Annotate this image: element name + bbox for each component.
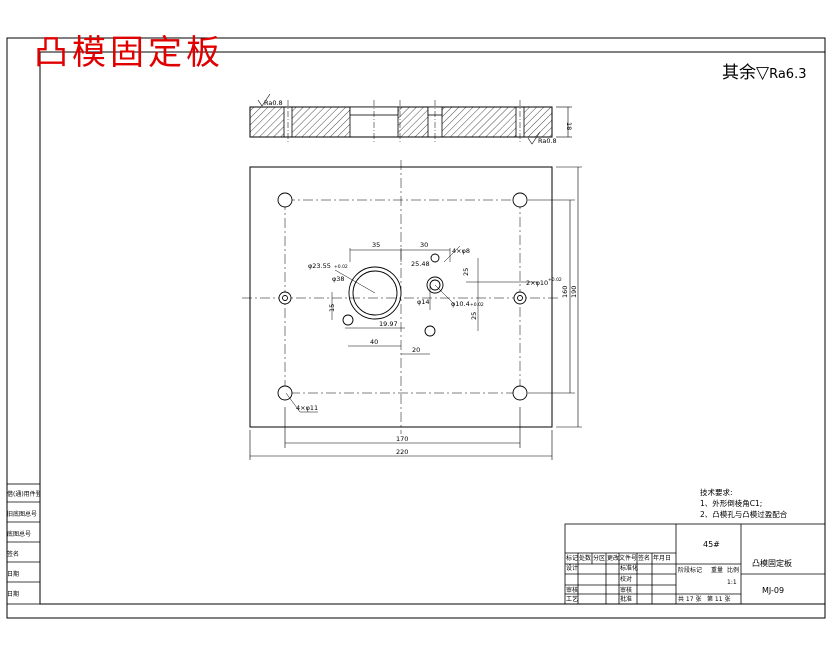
dim-35: 35: [372, 241, 380, 249]
side-label-1: 借(通)用件登记: [7, 491, 40, 498]
plan-view: 35 30 4×φ8 φ23.55 +0.02 φ38 25.48 25 15 …: [242, 160, 582, 460]
roughness-prefix: 其余: [722, 63, 756, 83]
dim-160: 160: [561, 286, 569, 298]
tb-sheet-no: 第 11 张: [707, 596, 731, 603]
tb-approve: 批准: [620, 596, 633, 603]
tb-stage: 阶段标记: [678, 567, 703, 574]
title-block: [564, 523, 826, 605]
dim-30: 30: [420, 241, 428, 249]
tb-standard: 标准化: [620, 565, 639, 572]
dim-170: 170: [396, 435, 408, 443]
part-name: 凸模固定板: [752, 559, 792, 568]
section-view: Ra0.8 Ra0.8 18: [249, 93, 573, 145]
drawing-number: MJ-09: [762, 586, 785, 595]
side-label-2: 旧底图总号: [7, 511, 38, 518]
tb-header-date: 年月日: [653, 555, 672, 562]
dim-25: 25: [462, 268, 470, 276]
dim-190: 190: [570, 286, 578, 298]
side-label-6: 日期: [7, 591, 20, 598]
tb-header-sign: 签名: [638, 555, 651, 562]
tb-craft: 工艺: [566, 596, 579, 603]
roughness-symbol-icon: ▽: [756, 63, 770, 83]
tb-header-mark: 标记: [566, 555, 579, 562]
tb-design: 设计: [566, 565, 579, 572]
roughness-value: Ra6.3: [769, 67, 807, 82]
dim-15: 15: [328, 304, 336, 312]
dim-19-97: 19.97: [379, 320, 398, 328]
drawing-title: 凸模固定板: [34, 33, 224, 73]
left-strip: [6, 483, 41, 605]
tb-header-zone: 分区: [593, 555, 606, 562]
tb-sheet-total: 共 17 张: [678, 596, 702, 603]
tb-scale: 1:1: [727, 579, 737, 586]
note-item-1: 1、外形倒棱角C1;: [700, 499, 763, 508]
pin-holes: [278, 291, 527, 305]
side-label-4: 签名: [7, 551, 20, 558]
dim-pin: 2×φ10: [526, 279, 548, 287]
dim-23: φ23.55: [308, 262, 331, 270]
inner-frame: [39, 51, 826, 605]
dim-40: 40: [370, 338, 378, 346]
section-roughness-right: Ra0.8: [538, 137, 557, 145]
tb-weight: 重量: [711, 567, 724, 574]
tb-proofread: 校对: [620, 576, 633, 583]
roughness-note: 其余▽Ra6.3: [722, 58, 806, 83]
dim-10-tol: +0.02: [470, 302, 484, 308]
screw-holes: [277, 192, 528, 401]
dim-220: 220: [396, 448, 408, 456]
side-label-5: 日期: [7, 571, 20, 578]
dim-pin-tol: +0.02: [548, 277, 562, 283]
punch-holes: [342, 253, 444, 337]
dim-25-48: 25.48: [411, 260, 430, 268]
side-label-3: 底图总号: [7, 531, 32, 538]
dim-20: 20: [412, 346, 420, 354]
section-thickness: 18: [565, 122, 573, 130]
hatch-center-left: [291, 106, 351, 138]
dim-4x8: 4×φ8: [452, 247, 470, 255]
material-label: 45#: [703, 540, 720, 549]
dim-38: φ38: [332, 275, 345, 283]
tb-scale-label: 比例: [727, 567, 740, 574]
dim-screw: 4×φ11: [296, 404, 318, 412]
section-roughness-left: Ra0.8: [264, 99, 283, 107]
hatch-center: [397, 106, 429, 138]
tb-review: 审核: [566, 587, 579, 594]
technical-notes: 技术要求: 1、外形倒棱角C1; 2、凸模孔与凸模过盈配合: [700, 487, 787, 520]
dim-14: φ14: [417, 298, 430, 306]
hatch-right: [523, 106, 553, 138]
hatch-left: [249, 106, 285, 138]
tb-audit: 审核: [620, 587, 633, 594]
dim-23-tol: +0.02: [334, 264, 348, 270]
note-item-2: 2、凸模孔与凸模过盈配合: [700, 510, 788, 519]
dim-10: φ10.4: [451, 300, 470, 308]
dim-25b: 25: [470, 312, 478, 320]
notes-heading: 技术要求:: [700, 488, 733, 497]
tb-header-change: 更改文件号: [607, 555, 638, 562]
tb-header-count: 处数: [579, 555, 592, 562]
hatch-center-right: [441, 106, 517, 138]
